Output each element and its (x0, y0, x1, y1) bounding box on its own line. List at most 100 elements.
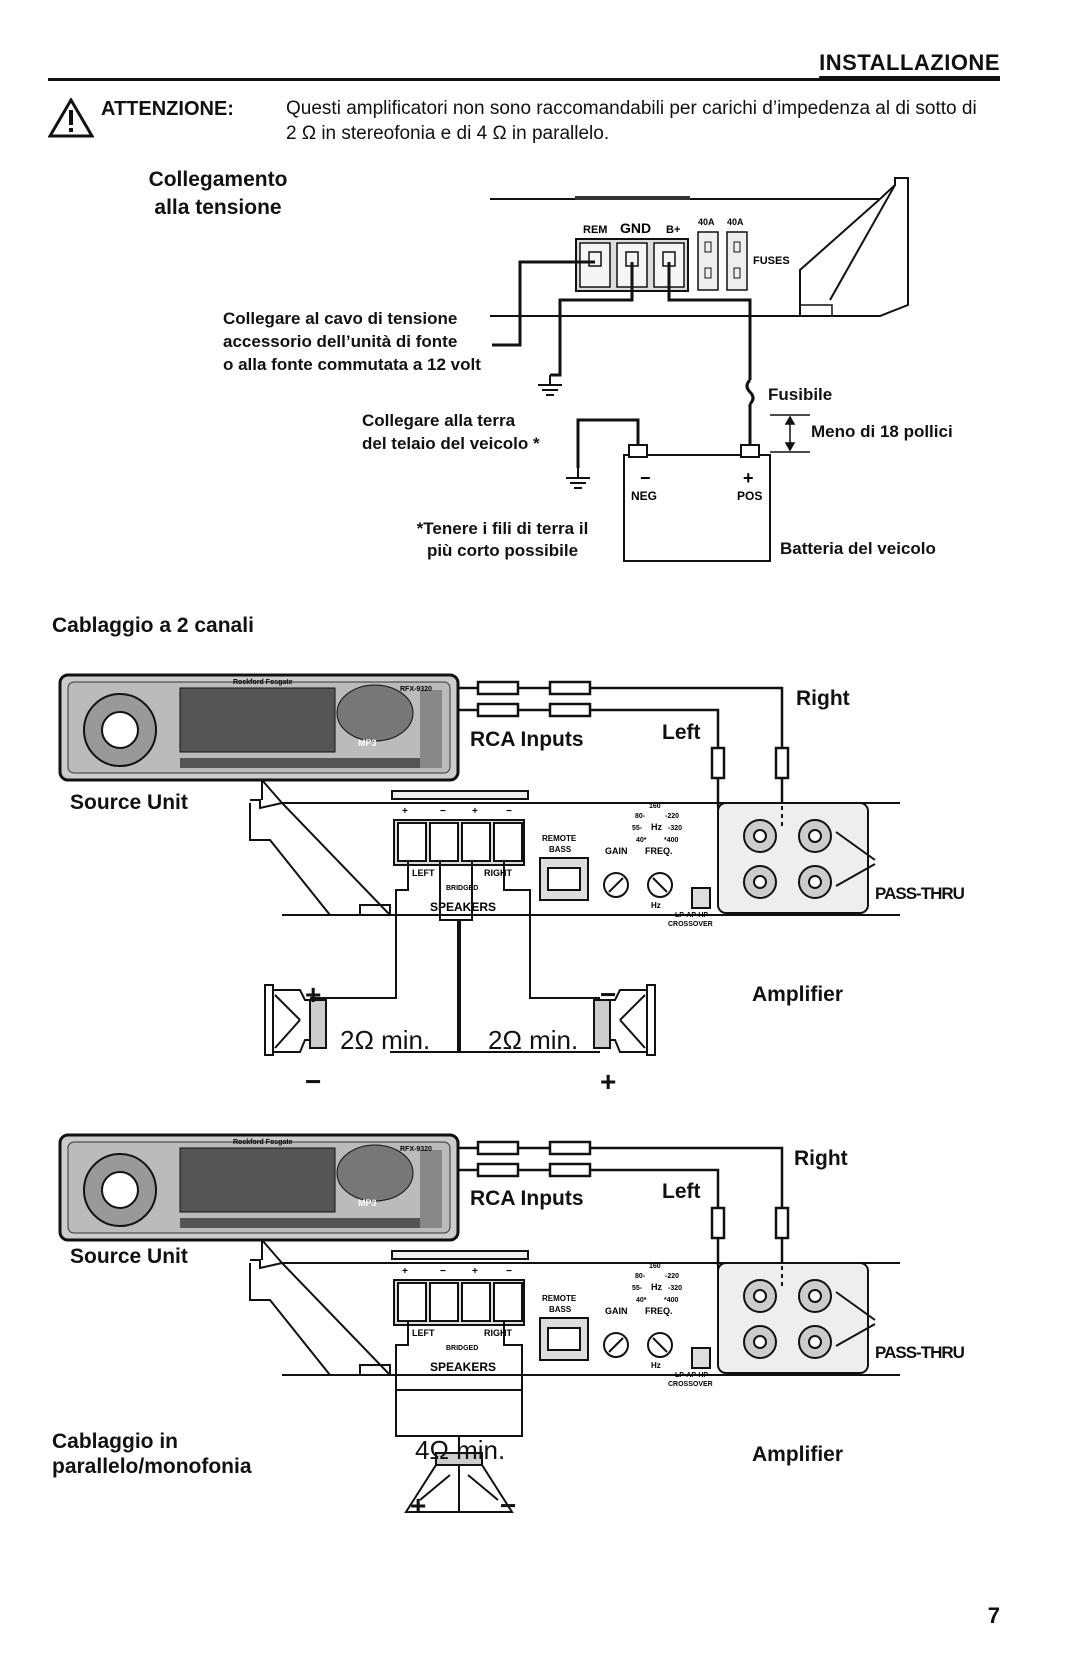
wiring-parallel-title-line2: parallelo/monofonia (52, 1455, 252, 1478)
warning-text-line2: 2 Ω in stereofonia e di 4 Ω in parallelo… (286, 123, 610, 144)
svg-text:80-: 80- (635, 1273, 646, 1280)
svg-text:Rockford Fosgate: Rockford Fosgate (233, 679, 293, 686)
fuse2-rating: 40A (727, 217, 744, 227)
rem-terminal-label: REM (583, 224, 607, 236)
ground-note-line2: del telaio del veicolo * (362, 434, 540, 453)
svg-text:LP-AP-HP: LP-AP-HP (675, 1372, 708, 1379)
svg-text:CROSSOVER: CROSSOVER (668, 921, 713, 928)
speaker-wires-2ch (310, 860, 600, 1053)
svg-text:*400: *400 (664, 837, 679, 844)
rca-right-label-2: Right (794, 1147, 848, 1170)
page-number: 7 (987, 1603, 1000, 1628)
speaker-wires-parallel (395, 1320, 523, 1453)
speaker-right-minus: − (600, 979, 617, 1010)
warning-icon (47, 97, 95, 143)
speaker-right (593, 984, 656, 1056)
svg-text:-220: -220 (665, 1273, 679, 1280)
svg-text:+: + (472, 1266, 478, 1277)
battery-neg-sign: − (640, 468, 651, 488)
power-diagram: REM GND B+ 40A 40A FUSES (490, 177, 909, 562)
svg-text:Hz: Hz (651, 901, 661, 910)
svg-text:-220: -220 (665, 813, 679, 820)
rca-right-label-1: Right (796, 687, 850, 710)
svg-text:MP3: MP3 (358, 738, 377, 748)
speaker-left (264, 984, 327, 1056)
wiring-parallel-title-line1: Cablaggio in (52, 1430, 178, 1453)
pass-thru-label-2: PASS-THRU (875, 1343, 965, 1362)
svg-text:160: 160 (649, 803, 661, 810)
amplifier-1 (249, 779, 900, 916)
svg-text:RFX-9320: RFX-9320 (400, 1146, 432, 1153)
gnd-terminal-label: GND (620, 220, 651, 236)
power-title-line1: Collegamento (148, 168, 288, 191)
svg-text:Hz: Hz (651, 1282, 662, 1292)
speaker-right-plus: + (600, 1066, 617, 1097)
bplus-terminal-label: B+ (666, 224, 680, 236)
amplifier-top-outline (490, 177, 909, 317)
rca-cables-2 (458, 1140, 790, 1266)
warning-text-line1: Questi amplificatori non sono raccomanda… (286, 98, 977, 119)
svg-text:Hz: Hz (651, 1361, 661, 1370)
warning-label: ATTENZIONE: (101, 98, 234, 120)
svg-text:80-: 80- (635, 813, 646, 820)
header-rule (48, 78, 1000, 81)
battery-label: Batteria del veicolo (780, 539, 936, 558)
source-unit-label-1: Source Unit (70, 791, 188, 814)
svg-text:CROSSOVER: CROSSOVER (668, 1381, 713, 1388)
svg-text:RIGHT: RIGHT (484, 868, 513, 878)
source-unit-1 (58, 673, 460, 782)
svg-text:LEFT: LEFT (412, 1328, 435, 1338)
fuse-label: Fusibile (768, 385, 833, 404)
remote-note-line1: Collegare al cavo di tensione (223, 309, 458, 328)
amplifier-label-1: Amplifier (752, 983, 844, 1006)
svg-text:*400: *400 (664, 1297, 679, 1304)
svg-text:-320: -320 (668, 1285, 682, 1292)
svg-text:−: − (440, 806, 446, 817)
rca-inputs-label-1: RCA Inputs (470, 728, 584, 751)
svg-text:REMOTE: REMOTE (542, 1294, 577, 1303)
fuse1-rating: 40A (698, 217, 715, 227)
footnote-line1: *Tenere i fili di terra il (416, 519, 589, 538)
wiring-2ch-diagram: Rockford Fosgate RFX-9320 MP3 (58, 673, 900, 1056)
ground-note-line1: Collegare alla terra (362, 411, 516, 430)
svg-text:GAIN: GAIN (605, 846, 628, 856)
footnote-line2: più corto possibile (426, 541, 579, 560)
svg-text:REMOTE: REMOTE (542, 834, 577, 843)
svg-text:LP-AP-HP: LP-AP-HP (675, 912, 708, 919)
amplifier-2 (249, 1239, 900, 1376)
svg-text:FREQ.: FREQ. (645, 1306, 673, 1316)
speaker-left-minus: − (305, 1066, 322, 1097)
svg-text:SPEAKERS: SPEAKERS (430, 900, 496, 914)
svg-text:−: − (440, 1266, 446, 1277)
speaker-mono (404, 1452, 514, 1513)
wiring-parallel-diagram: Rockford Fosgate RFX-9320 MP3 (58, 1133, 900, 1513)
svg-text:GAIN: GAIN (605, 1306, 628, 1316)
speaker-mono-plus: + (410, 1490, 427, 1521)
svg-text:Rockford Fosgate: Rockford Fosgate (233, 1139, 293, 1146)
svg-text:+: + (402, 1266, 408, 1277)
rca-left-label-1: Left (662, 721, 701, 744)
source-unit-label-2: Source Unit (70, 1245, 188, 1268)
distance-label: Meno di 18 pollici (811, 422, 953, 441)
svg-text:MP3: MP3 (358, 1198, 377, 1208)
svg-text:BRIDGED: BRIDGED (446, 885, 478, 892)
rca-cables-1 (458, 680, 790, 806)
section-title: INSTALLAZIONE (819, 50, 1000, 75)
ground-symbol-1 (538, 375, 562, 396)
svg-text:40*: 40* (636, 837, 647, 844)
battery-pos-label: POS (737, 489, 762, 503)
battery (623, 444, 771, 562)
svg-text:55-: 55- (632, 1285, 643, 1292)
svg-text:−: − (506, 806, 512, 817)
speaker-mono-impedance: 4Ω min. (415, 1435, 506, 1465)
power-title-line2: alla tensione (154, 196, 282, 219)
svg-text:BASS: BASS (549, 845, 572, 854)
svg-text:RFX-9320: RFX-9320 (400, 686, 432, 693)
remote-note-line3: o alla fonte commutata a 12 volt (223, 355, 481, 374)
distance-marker (770, 414, 810, 453)
amplifier-label-2: Amplifier (752, 1443, 844, 1466)
source-unit-2 (58, 1133, 460, 1242)
svg-text:+: + (402, 806, 408, 817)
svg-text:-320: -320 (668, 825, 682, 832)
remote-note-line2: accessorio dell’unità di fonte (223, 332, 458, 351)
